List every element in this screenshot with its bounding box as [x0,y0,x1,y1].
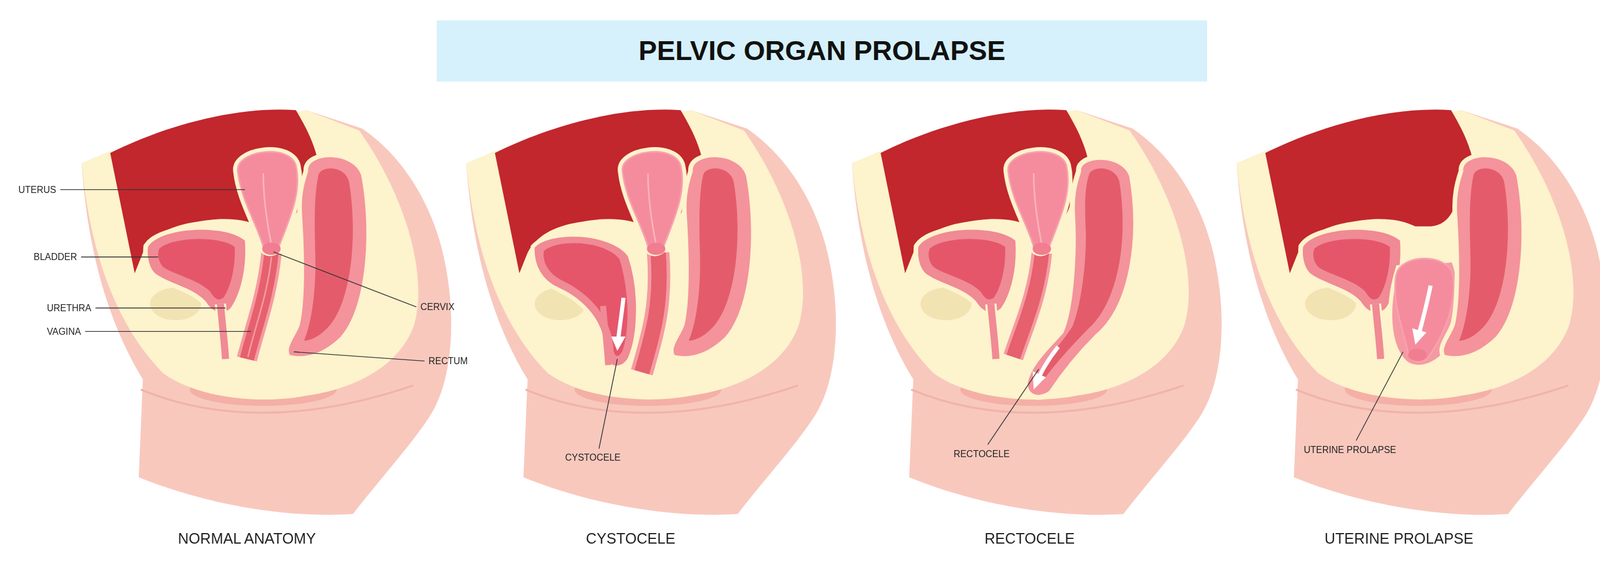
leader-line [81,256,159,258]
normal-anatomy-figure [81,109,452,515]
panel-caption: UTERINE PROLAPSE [1324,529,1474,548]
part-label: RECTUM [428,354,469,368]
part-label: UTERUS [18,183,56,196]
title-band [436,20,1208,82]
leader-line [60,189,245,190]
panel-caption: NORMAL ANATOMY [178,529,316,548]
part-label: CERVIX [420,300,455,313]
rectocele-figure [851,109,1222,515]
panel-caption: RECTOCELE [984,529,1075,548]
cystocele-figure [466,109,836,515]
part-label: BLADDER [33,250,78,263]
leader-line [987,368,1039,445]
part-label: UTERINE PROLAPSE [1303,443,1396,456]
leader-line [294,351,425,362]
panel-caption: CYSTOCELE [585,529,676,548]
leader-line [95,307,226,309]
part-label: VAGINA [47,325,82,338]
leader-line [1355,351,1403,441]
leader-lines [60,189,1403,449]
leader-line [85,331,252,332]
leader-line [273,251,417,308]
uterine-prolapse-figure [1236,109,1600,515]
leader-line [598,358,618,449]
part-label: RECTOCELE [953,447,1010,460]
part-label: URETHRA [47,301,92,315]
part-label: CYSTOCELE [565,451,621,465]
title: PELVIC ORGAN PROLAPSE [638,33,1006,69]
